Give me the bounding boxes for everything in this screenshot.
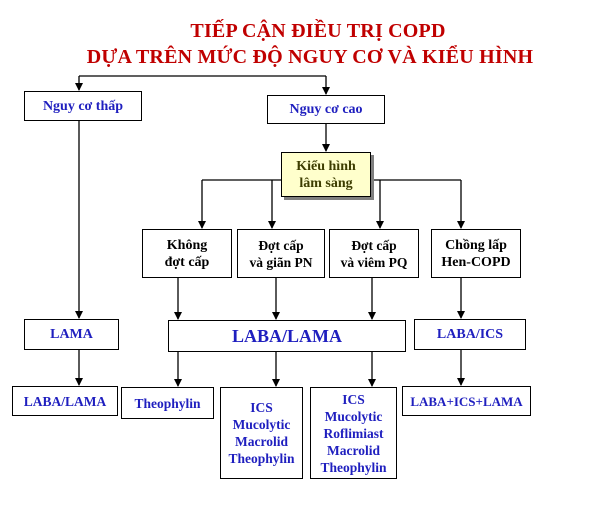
laba-ics-box: LABA/ICS (414, 319, 526, 350)
laba-lama-main-label: LABA/LAMA (231, 325, 342, 346)
overlap-line-1: Chồng lấp (445, 237, 507, 253)
lama-box: LAMA (24, 319, 119, 350)
theophylin-box: Theophylin (121, 387, 214, 419)
exacerbation-bronchiectasis-box: Đợt cấp và giãn PN (237, 229, 325, 278)
bronchiectasis-item-ics: ICS (250, 400, 273, 415)
bronchitis-item-roflimiast: Roflimiast (323, 425, 384, 441)
exacerbation-bronchitis-box: Đợt cấp và viêm PQ (329, 229, 419, 278)
bronchitis-item-mucolytic: Mucolytic (324, 408, 383, 424)
no-exacerbation-box: Không đợt cấp (142, 229, 232, 278)
no-exac-line-2: đợt cấp (164, 254, 210, 270)
no-exac-line-1: Không (166, 237, 208, 253)
phenotype-line-2: lâm sàng (299, 175, 353, 191)
overlap-line-2: Hen-COPD (441, 254, 511, 270)
triple-therapy-box: LABA+ICS+LAMA (402, 386, 531, 416)
bronchiectasis-item-macrolid: Macrolid (235, 434, 288, 449)
laba-ics-label: LABA/ICS (436, 327, 504, 342)
bronchitis-item-macrolid: Macrolid (327, 442, 380, 458)
title-line-1: TIẾP CẬN ĐIỀU TRỊ COPD (190, 20, 446, 42)
bronchitis-item-theophylin: Theophylin (320, 459, 387, 475)
bronchiectasis-line-1: Đợt cấp (258, 237, 304, 253)
bronchitis-line-2: và viêm PQ (340, 254, 408, 270)
bronchitis-treatment-box: ICS Mucolytic Roflimiast Macrolid Theoph… (310, 387, 397, 479)
bronchiectasis-treatment-box: ICS Mucolytic Macrolid Theophylin (220, 387, 303, 479)
bronchiectasis-item-mucolytic: Mucolytic (232, 417, 291, 432)
triple-therapy-label: LABA+ICS+LAMA (410, 393, 523, 409)
laba-lama-secondary-label: LABA/LAMA (23, 393, 107, 409)
high-risk-box: Nguy cơ cao (267, 95, 385, 124)
bronchitis-line-1: Đợt cấp (351, 237, 397, 253)
low-risk-box: Nguy cơ thấp (24, 91, 142, 121)
bronchitis-item-ics: ICS (342, 391, 365, 407)
phenotype-box: Kiểu hình lâm sàng (281, 152, 371, 197)
phenotype-line-1: Kiểu hình (296, 158, 356, 174)
bronchiectasis-line-2: và giãn PN (249, 254, 313, 270)
high-risk-label: Nguy cơ cao (289, 102, 363, 117)
asthma-copd-overlap-box: Chồng lấp Hen-COPD (431, 229, 521, 278)
title-line-2: DỰA TRÊN MỨC ĐỘ NGUY CƠ VÀ KIỂU HÌNH (86, 46, 534, 68)
bronchiectasis-item-theophylin: Theophylin (228, 451, 295, 466)
low-risk-label: Nguy cơ thấp (42, 98, 124, 114)
theophylin-label: Theophylin (134, 395, 201, 411)
laba-lama-secondary-box: LABA/LAMA (12, 386, 118, 416)
lama-label: LAMA (50, 327, 93, 342)
laba-lama-main-box: LABA/LAMA (168, 320, 406, 352)
